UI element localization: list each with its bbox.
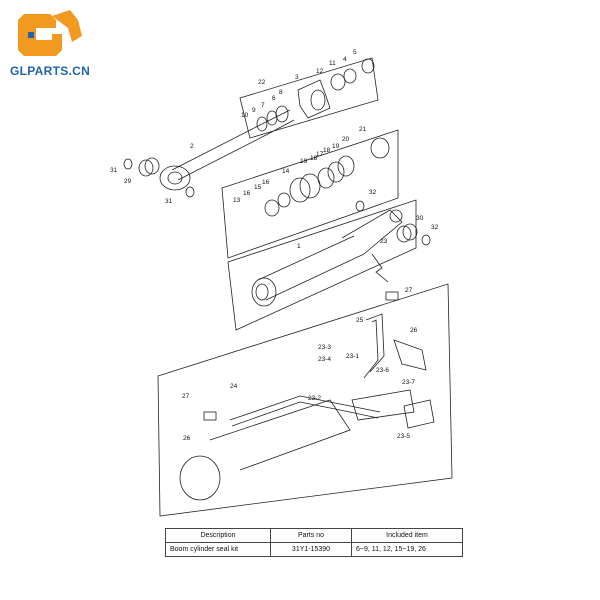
part-label: 9: [252, 107, 256, 114]
part-label: 23-7: [402, 379, 415, 386]
part-label: 2: [190, 143, 194, 150]
piston-rod: [159, 109, 295, 191]
part-label: 1: [297, 243, 301, 250]
part-label: 17: [316, 151, 324, 158]
part-label: 30: [416, 215, 424, 222]
part-label: 16: [243, 190, 251, 197]
part-label: 27: [182, 393, 190, 400]
part-label: 32: [431, 224, 439, 231]
part-label: 15: [254, 184, 262, 191]
part-label: 26: [410, 327, 418, 334]
part-label: 31: [110, 167, 118, 174]
part-label: 16: [262, 179, 270, 186]
piston-assembly: [264, 137, 390, 217]
part-label: 20: [342, 136, 350, 143]
boom-cylinder-exploded-diagram: 1 2 3 4 5 6 7 8 9 10 11 12 13 14 15 16 1…: [110, 49, 453, 517]
part-label: 23-1: [346, 353, 359, 360]
part-label: 31: [165, 198, 173, 205]
gear-excavator-logo-icon: [18, 10, 82, 56]
piping-detail: [179, 291, 435, 501]
table-header-row: Description Parts no Included item: [165, 528, 463, 543]
part-label: 12: [316, 68, 324, 75]
part-label: 19: [300, 158, 308, 165]
part-label: 27: [405, 287, 413, 294]
column-header: Included item: [351, 528, 463, 543]
rod-bushing: [123, 157, 195, 198]
part-label: 18: [323, 147, 331, 154]
tube-frame: [227, 199, 417, 331]
part-label: 5: [353, 49, 357, 56]
part-label: 24: [230, 383, 238, 390]
part-label: 32: [369, 189, 377, 196]
table-cell: 31Y1-15390: [270, 542, 352, 557]
part-label: 25: [356, 317, 364, 324]
part-label: 18: [310, 155, 318, 162]
rod-cover-gland: [256, 58, 375, 132]
cylinder-tube: [251, 209, 403, 307]
part-label: 19: [332, 143, 340, 150]
detail-arrow: [371, 253, 389, 283]
part-label: 23-5: [397, 433, 410, 440]
part-label: 23-3: [318, 344, 331, 351]
part-label: 21: [359, 126, 367, 133]
rod-parts-frame: [239, 57, 379, 139]
table-cell: 6~9, 11, 12, 15~19, 26: [351, 542, 463, 557]
part-label: 26: [183, 435, 191, 442]
seal-kit-table: Description Parts no Included item Boom …: [165, 528, 463, 557]
part-label: 8: [279, 89, 283, 96]
part-label: 11: [329, 60, 336, 67]
column-header: Description: [165, 528, 271, 543]
part-label: 23-4: [318, 356, 331, 363]
part-label: 10: [241, 112, 249, 119]
piping-detail-frame: [157, 283, 453, 517]
part-label: 23: [380, 238, 388, 245]
tube-bushing: [355, 200, 431, 246]
logo-text: GLPARTS.CN: [10, 64, 91, 78]
column-header: Parts no: [270, 528, 352, 543]
table-cell: Boom cylinder seal kit: [165, 542, 271, 557]
part-label: 7: [261, 102, 265, 109]
part-label: 6: [272, 95, 276, 102]
glparts-logo: GLPARTS.CN: [6, 6, 96, 78]
part-label: 14: [282, 168, 290, 175]
part-label: 22: [258, 79, 266, 86]
part-label: 29: [124, 178, 132, 185]
part-label: 4: [343, 56, 347, 63]
piston-parts-frame: [221, 129, 399, 259]
table-row: Boom cylinder seal kit 31Y1-15390 6~9, 1…: [165, 542, 463, 557]
part-label: 23-2: [308, 395, 321, 402]
part-label: 13: [233, 197, 241, 204]
part-label: 3: [295, 74, 299, 81]
part-label: 23-6: [376, 367, 389, 374]
